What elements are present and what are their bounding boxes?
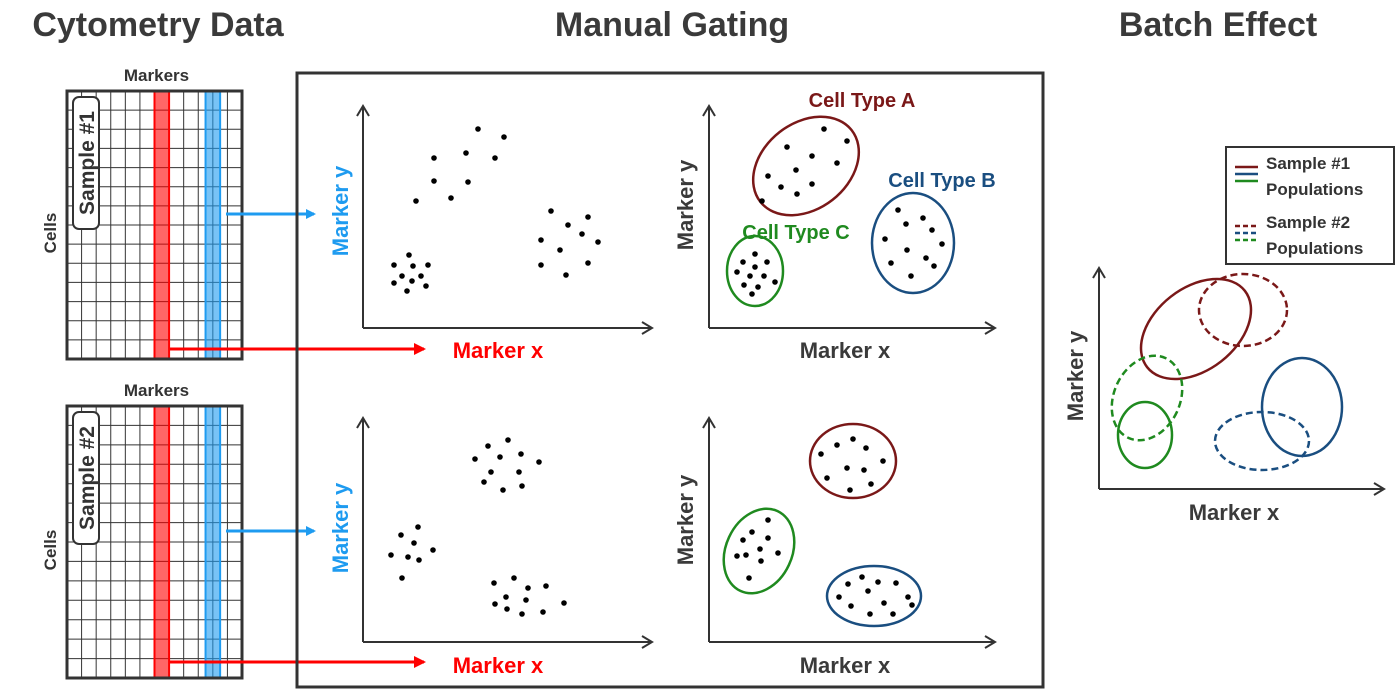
sample-2-type-b-gate	[1213, 410, 1311, 472]
sample-1-type-a-gate	[1139, 277, 1253, 381]
sample-label: Sample #1	[76, 111, 99, 215]
marker-y-label: Marker y	[673, 159, 698, 250]
dots-left-cluster	[388, 524, 436, 581]
sample-2-type-a-gate	[1197, 272, 1289, 348]
sample-label-box	[72, 411, 100, 545]
cell-type-c-dots	[734, 251, 778, 297]
legend: Sample #1 Populations Sample #2 Populati…	[1225, 146, 1395, 265]
cell-type-b-gate	[825, 564, 923, 628]
table-border	[65, 404, 244, 680]
batch-effect-plot: Sample #1 Populations Sample #2 Populati…	[1063, 146, 1395, 525]
dots-right-cluster	[538, 208, 601, 278]
marker-y-column	[204, 405, 222, 679]
dots-upper-cluster	[472, 437, 542, 493]
batch-effect-title: Batch Effect	[1119, 6, 1317, 44]
dots-lower-left-cluster	[391, 252, 431, 294]
marker-x-label: Marker x	[800, 338, 891, 363]
marker-x-label: Marker x	[800, 653, 891, 678]
cell-type-a-dots	[759, 126, 850, 204]
cell-type-c-gate	[725, 234, 785, 308]
sample-label-box	[72, 96, 100, 230]
cell-type-c-gate	[722, 507, 796, 595]
cell-type-b-dots	[882, 207, 945, 279]
marker-x-column	[153, 90, 171, 360]
legend-sample-1-line2: Populations	[1266, 180, 1363, 199]
plot-sample-2-raw: Marker y Marker x	[328, 416, 654, 678]
sample-label: Sample #2	[76, 426, 99, 530]
marker-y-label: Marker y	[328, 165, 353, 256]
marker-x-column	[153, 405, 171, 679]
cells-label: Cells	[41, 213, 60, 254]
dots-upper-cluster	[413, 126, 507, 204]
marker-x-label: Marker x	[453, 653, 544, 678]
marker-y-label: Marker y	[328, 482, 353, 573]
legend-sample-1-line1: Sample #1	[1266, 154, 1350, 173]
sample-1-type-c-gate	[1116, 400, 1174, 470]
plot-sample-1-gated: Marker y Marker x Cell Type A Cell Type …	[673, 90, 997, 363]
table-border	[65, 89, 244, 361]
cytometry-data-title: Cytometry Data	[32, 6, 284, 44]
cell-type-a-label: Cell Type A	[809, 90, 916, 112]
markers-label: Markers	[124, 381, 189, 400]
legend-sample-2-line1: Sample #2	[1266, 213, 1350, 232]
manual-gating-title: Manual Gating	[555, 6, 789, 44]
dots-lower-right-cluster	[491, 575, 567, 617]
cell-type-a-gate	[751, 115, 861, 217]
plot-sample-1-raw: Marker y Marker x	[328, 104, 654, 363]
legend-box	[1225, 146, 1395, 265]
cell-type-b-label: Cell Type B	[888, 170, 995, 192]
cells-label: Cells	[41, 530, 60, 571]
plot-sample-2-gated: Marker y Marker x	[673, 416, 997, 678]
sample-2-type-c-gate	[1110, 354, 1184, 442]
cell-type-a-dots	[818, 436, 886, 493]
cell-type-a-gate	[808, 422, 898, 500]
manual-gating-frame	[295, 71, 1045, 689]
marker-x-label: Marker x	[453, 338, 544, 363]
legend-sample-2-line2: Populations	[1266, 239, 1363, 258]
marker-x-label: Marker x	[1189, 500, 1280, 525]
marker-y-label: Marker y	[673, 474, 698, 565]
marker-y-label: Marker y	[1063, 330, 1088, 421]
markers-label: Markers	[124, 66, 189, 85]
cell-type-b-gate	[870, 191, 956, 295]
cell-type-c-label: Cell Type C	[742, 222, 849, 244]
marker-y-column	[204, 90, 222, 360]
sample-1-type-b-gate	[1260, 356, 1344, 458]
cell-type-c-dots	[734, 517, 781, 581]
cell-type-b-dots	[836, 574, 915, 617]
